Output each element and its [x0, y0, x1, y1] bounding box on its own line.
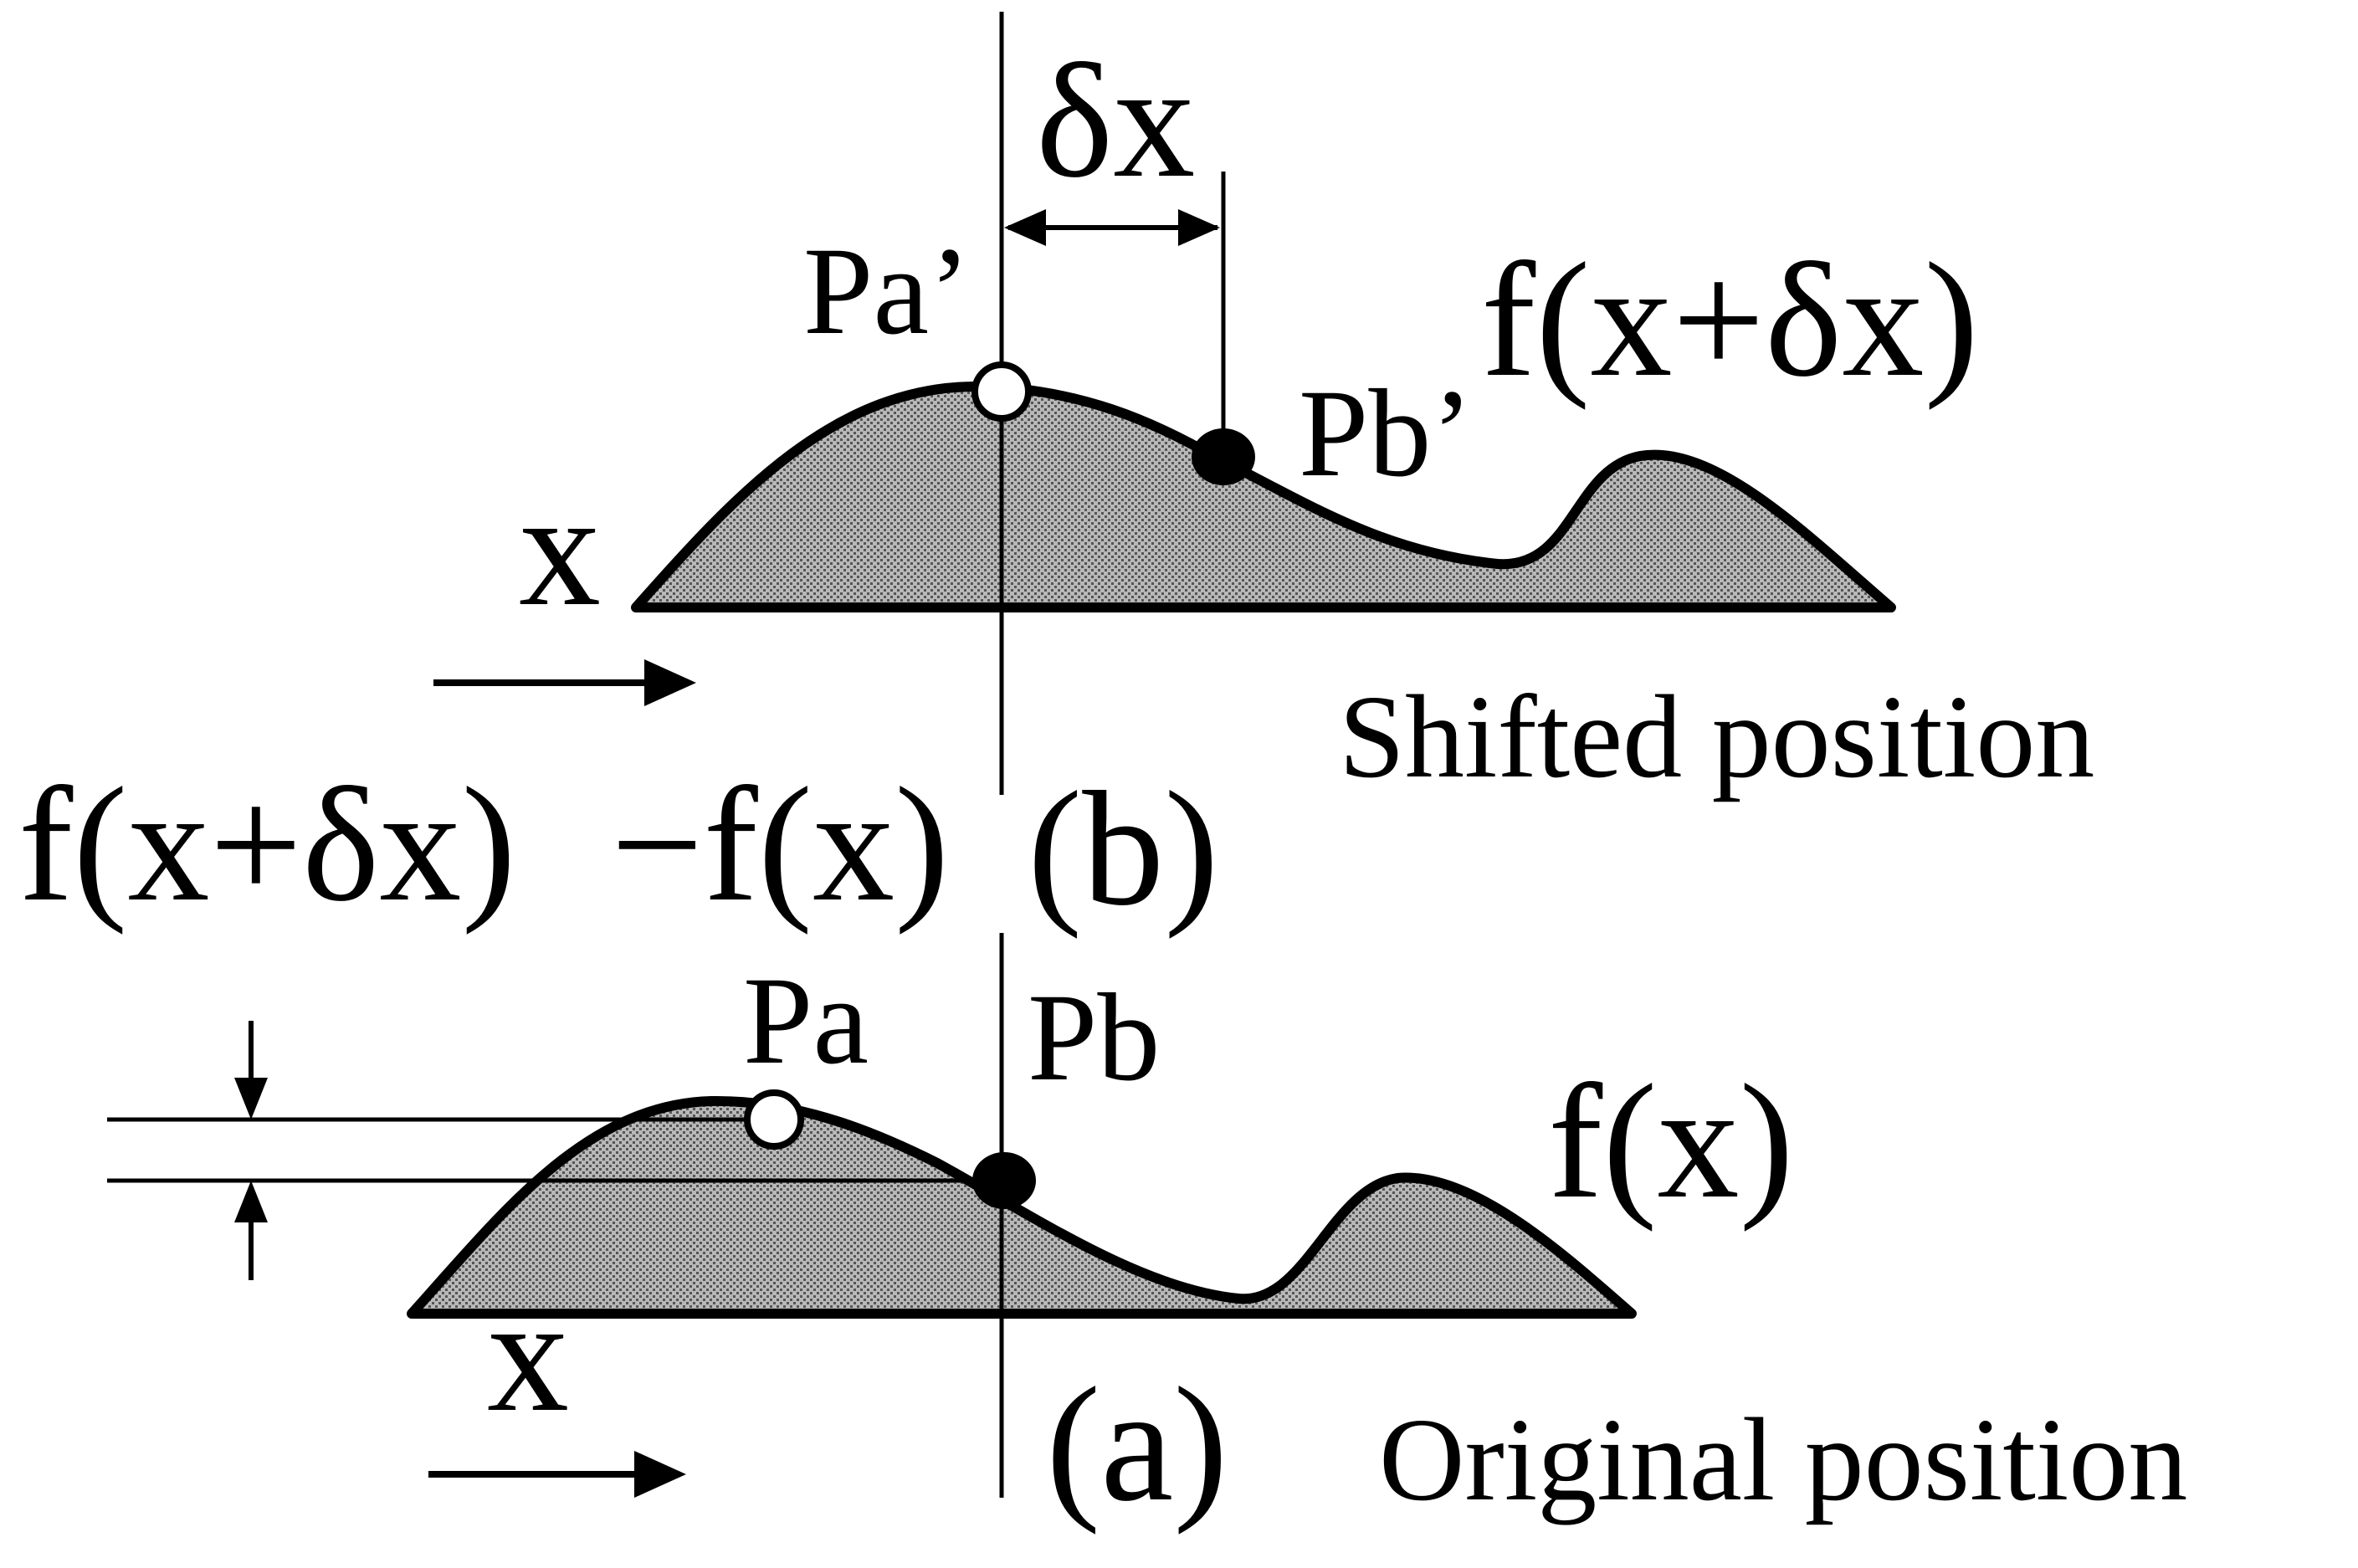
- difference-arrow-bottom-head: [234, 1181, 268, 1222]
- shifted-panel: δx Pa’ Pb’ f(x+δx) x Shifted position (b…: [433, 12, 2094, 940]
- shifted-axis-arrowhead: [644, 659, 696, 706]
- shifted-caption: Shifted position: [1339, 670, 2094, 802]
- difference-arrow-top-head: [234, 1078, 268, 1120]
- point-b-shifted-marker: [1192, 428, 1255, 485]
- point-a-shifted-label: Pa’: [803, 222, 971, 361]
- shift-label: δx: [1036, 30, 1195, 212]
- original-curve: [407, 1095, 1637, 1319]
- original-axis-arrowhead: [634, 1451, 686, 1498]
- original-axis-label: x: [487, 1264, 569, 1446]
- shifted-function-label: f(x+δx): [1481, 229, 1979, 411]
- shifted-panel-tag: (b): [1028, 758, 1219, 940]
- shift-arrow-left-head: [1004, 209, 1046, 246]
- shifted-axis-label: x: [519, 459, 601, 640]
- point-a-label: Pa: [743, 951, 869, 1090]
- point-b-marker: [972, 1152, 1036, 1209]
- difference-label: f(x+δx) −f(x): [18, 754, 949, 935]
- point-b-label: Pb: [1028, 968, 1160, 1107]
- original-function-label: f(x): [1548, 1051, 1794, 1232]
- shifted-curve: [631, 381, 1896, 612]
- original-panel: Pa Pb f(x) x (a) Original position: [107, 933, 2187, 1535]
- difference-term-shifted: f(x+δx): [18, 754, 516, 935]
- point-b-shifted-label: Pb’: [1299, 364, 1473, 503]
- original-caption: Original position: [1379, 1393, 2187, 1525]
- original-panel-tag: (a): [1046, 1354, 1228, 1535]
- difference-term-original: −f(x): [611, 754, 949, 935]
- point-a-marker: [744, 1089, 804, 1150]
- point-a-shifted-marker: [971, 361, 1032, 422]
- shift-arrow-right-head: [1178, 209, 1220, 246]
